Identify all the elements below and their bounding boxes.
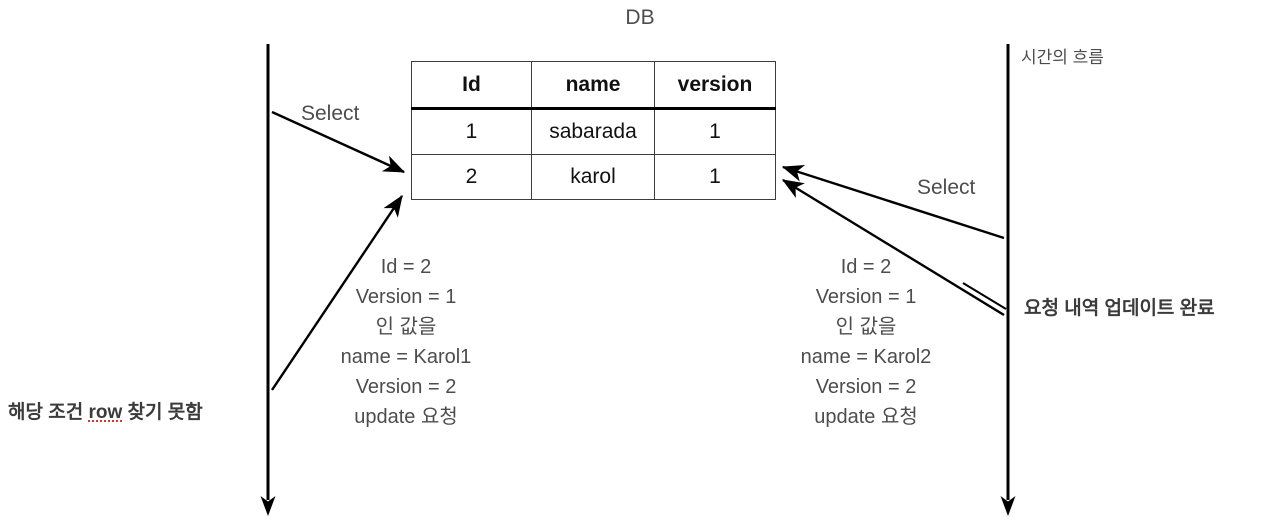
label-select-right: Select [917, 176, 976, 199]
table-row: 1 sabarada 1 [411, 108, 776, 155]
page-title: DB [625, 6, 655, 29]
table-header-id: Id [411, 61, 532, 110]
cell-id: 2 [411, 154, 532, 200]
table-header-version: version [654, 61, 776, 110]
label-update-complete: 요청 내역 업데이트 완료 [1024, 298, 1215, 319]
label-time-flow: 시간의 흐름 [1021, 48, 1104, 67]
not-found-misspelled-word: row [88, 402, 123, 423]
table-header-name: name [531, 61, 655, 110]
not-found-suffix: 찾기 못함 [122, 402, 203, 423]
label-select-left: Select [301, 102, 360, 125]
not-found-prefix: 해당 조건 [8, 402, 89, 423]
table-header-row: Id name version [411, 61, 776, 110]
db-table: Id name version 1 sabarada 1 2 karol 1 [411, 61, 776, 200]
table-row: 2 karol 1 [411, 154, 776, 200]
left-lifeline [260, 44, 276, 516]
note-left-update-request: Id = 2 Version = 1 인 값을 name = Karol1 Ve… [340, 256, 472, 428]
right-lifeline [1000, 44, 1016, 516]
cell-name: karol [531, 154, 655, 200]
cell-name: sabarada [531, 108, 655, 155]
cell-version: 1 [654, 108, 776, 155]
cell-id: 1 [411, 108, 532, 155]
label-row-not-found: 해당 조건 row 찾기 못함 [8, 401, 203, 425]
cell-version: 1 [654, 154, 776, 200]
note-right-update-request: Id = 2 Version = 1 인 값을 name = Karol2 Ve… [800, 256, 932, 428]
